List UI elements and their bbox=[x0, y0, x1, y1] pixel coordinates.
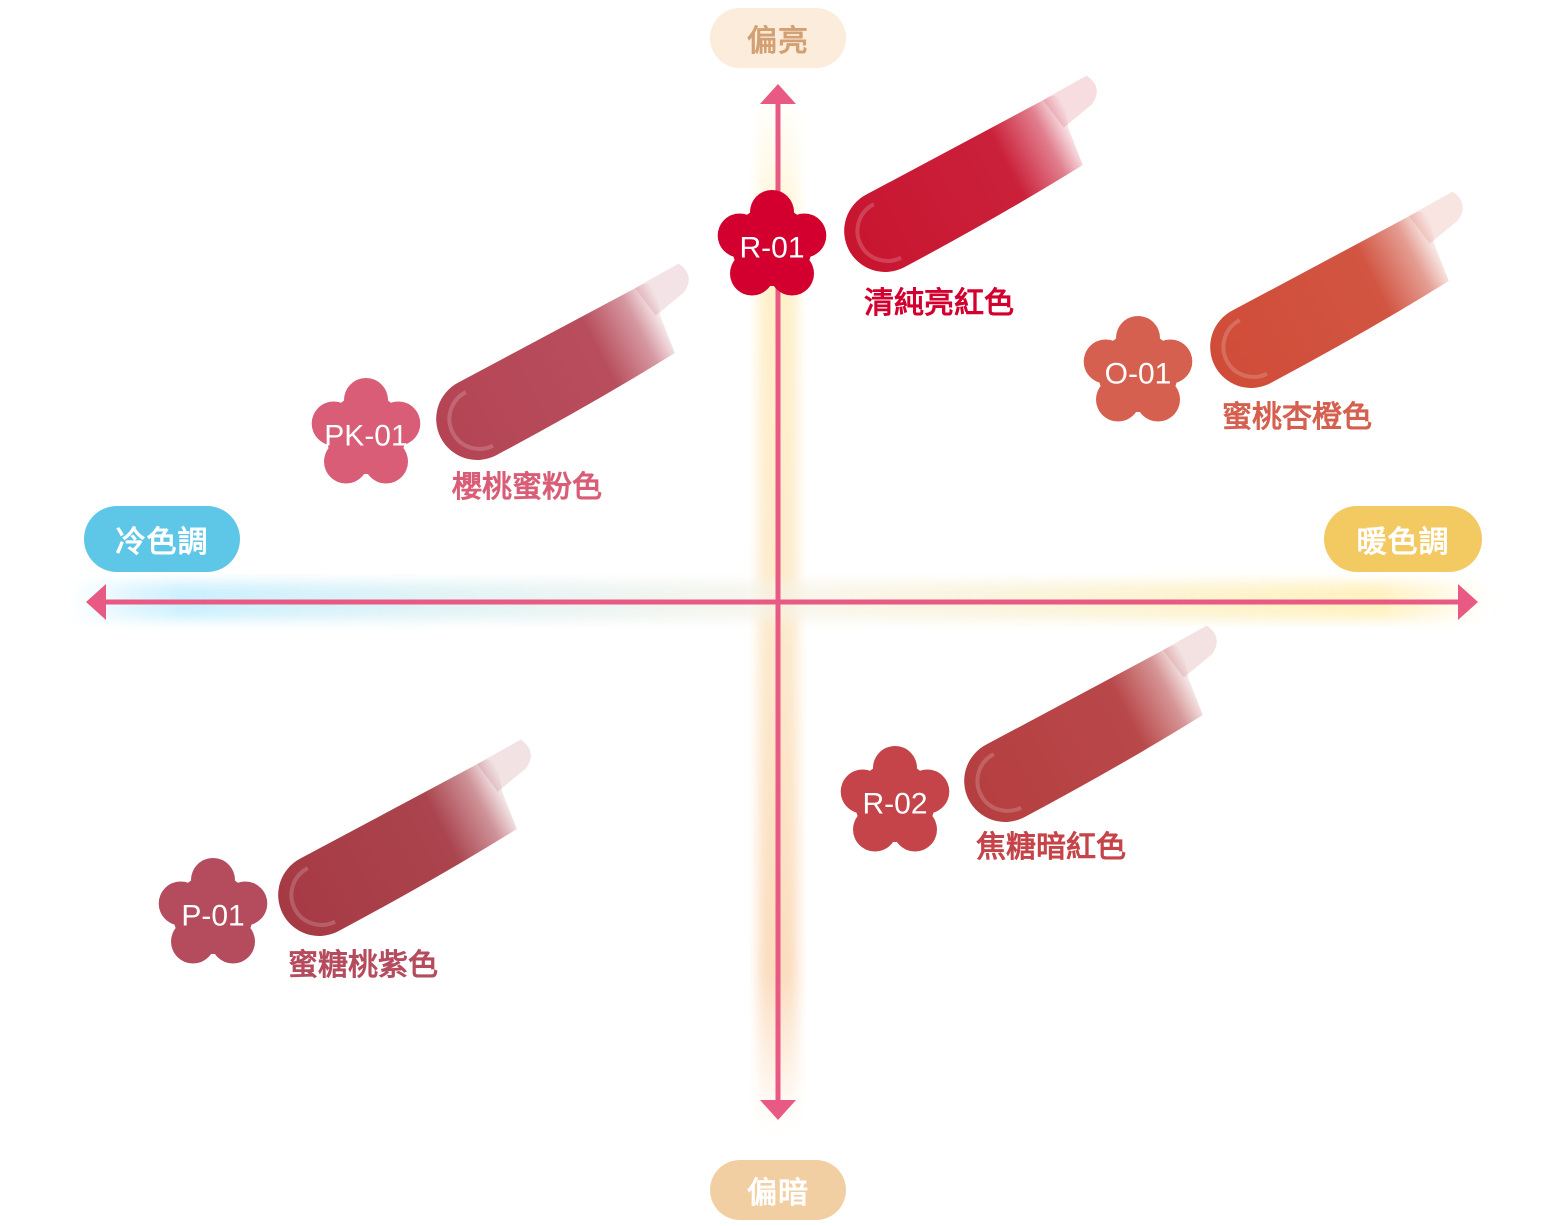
cool-tone-label: 冷色調 bbox=[84, 506, 240, 572]
swatch-layer bbox=[278, 75, 1463, 936]
badge-p01: P-01 bbox=[158, 858, 268, 964]
shade-code-o01: O-01 bbox=[1105, 358, 1172, 391]
badge-r01: R-01 bbox=[717, 190, 827, 296]
shade-code-pk01: PK-01 bbox=[324, 420, 407, 453]
shade-name-p01: 蜜糖桃紫色 bbox=[288, 948, 438, 983]
swatch-pk01 bbox=[436, 263, 689, 460]
shade-name-r01: 清純亮紅色 bbox=[864, 286, 1014, 321]
swatch-p01 bbox=[278, 739, 531, 936]
badge-o01: O-01 bbox=[1083, 316, 1193, 422]
swatch-r02 bbox=[964, 625, 1217, 822]
darker-label: 偏暗 bbox=[710, 1160, 846, 1220]
swatch-o01 bbox=[1210, 191, 1463, 388]
shade-code-r01: R-01 bbox=[739, 232, 804, 265]
horizontal-axis bbox=[86, 584, 1478, 620]
shade-code-p01: P-01 bbox=[181, 900, 244, 933]
warm-tone-label: 暖色調 bbox=[1324, 506, 1482, 572]
shade-name-r02: 焦糖暗紅色 bbox=[976, 830, 1126, 865]
shade-code-r02: R-02 bbox=[862, 788, 927, 821]
swatch-r01 bbox=[844, 75, 1097, 272]
badge-pk01: PK-01 bbox=[311, 378, 421, 484]
badge-r02: R-02 bbox=[840, 746, 950, 852]
shade-name-pk01: 櫻桃蜜粉色 bbox=[452, 470, 602, 505]
brighter-label: 偏亮 bbox=[710, 8, 846, 68]
shade-name-o01: 蜜桃杏橙色 bbox=[1222, 400, 1372, 435]
